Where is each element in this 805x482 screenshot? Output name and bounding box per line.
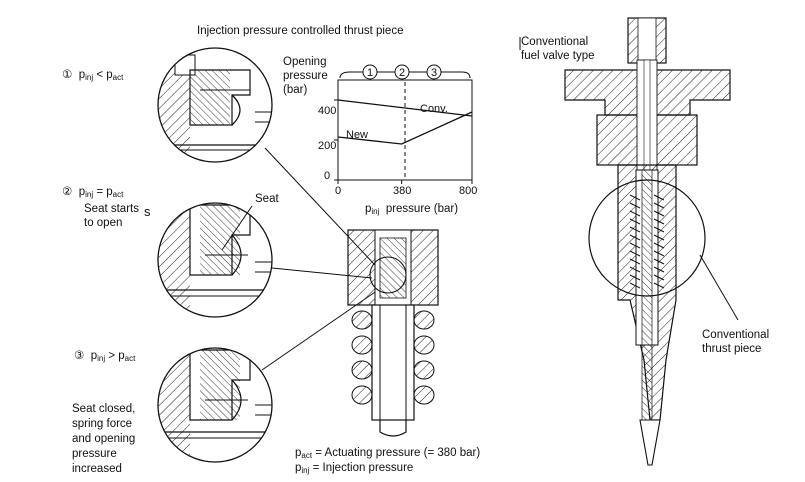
spring-coil [413,385,435,405]
diagram-title: Injection pressure controlled thrust pie… [197,25,404,37]
valve-spring-coil [629,250,641,257]
seat-starts-line-2: to open [84,217,123,229]
series-label-new: New [346,129,368,141]
chart-series [337,99,473,145]
valve-spring-coil [653,202,665,209]
detail-circle-3 [157,347,273,463]
chart-ticks [334,99,473,184]
seat-starts-line-1: Seat starts [84,203,139,215]
valve-spring-coil [653,234,665,241]
conventional-type-label: Conventional fuel valve type [521,35,595,63]
thrust-piece-highlight-circle [588,179,706,297]
state-2-label: ② pinj = pact [62,186,124,199]
valve-spring-coil [629,242,641,249]
legend-pinj: pinj = Injection pressure [295,462,414,475]
valve-spring-coil [653,194,665,201]
valve-spring-coil [629,226,641,233]
chart-ylabel-line: pressure [283,70,328,82]
state-1-label: ① pinj < pact [62,69,124,82]
valve-spring-coil [653,218,665,225]
conventional-thrust-line: thrust piece [702,343,762,355]
seat-closed-line: increased [72,463,122,475]
valve-spring-coil [653,282,665,289]
region-marker-3 [426,64,442,80]
thrust-piece-section [347,229,439,437]
valve-spring-coil [653,242,665,249]
xtick-label-380: 380 [393,185,411,197]
series-line-conv [337,99,473,117]
region-marker-2-label: 2 [399,67,405,79]
chart-ylabel: Opening pressure (bar) [283,55,328,97]
region-marker-1 [362,64,378,80]
conventional-thrust-line: Conventional [702,329,770,341]
conventional-fuel-valve [519,17,739,466]
seat-closed-line: spring force [72,418,133,430]
legend-pact: pact = Actuating pressure (= 380 bar) [295,447,481,460]
spring-coil [351,360,373,380]
seat-closed-line: and opening [72,433,136,445]
valve-spring-coil [653,258,665,265]
chart-frame [337,79,473,181]
series-line-new [337,111,473,145]
valve-spring-coil [629,266,641,273]
region-marker-2 [394,64,410,80]
opening-pressure-chart: 1 2 3 400 200 0 0 380 800 New Conv. [318,64,477,197]
seat-closed-note: Seat closed, spring force and opening pr… [72,402,135,477]
seat-label: Seat [255,193,279,205]
chart-ylabel-line: (bar) [283,84,308,96]
region-marker-3-label: 3 [431,67,437,79]
stray-mark: s [144,204,151,219]
xtick-label-0: 0 [335,185,341,197]
valve-spring-coil [629,282,641,289]
valve-spring-coil [629,194,641,201]
detail-circle-2 [157,202,273,318]
seat-closed-line: pressure [72,448,117,460]
conventional-type-line: fuel valve type [521,50,595,62]
detail-circle-1 [157,47,273,163]
seat-closed-line: Seat closed, [72,403,136,415]
ytick-label-0: 0 [324,170,330,182]
valve-spring-coil [653,266,665,273]
spring-coil [413,360,435,380]
ytick-label-400: 400 [318,105,336,117]
valve-spring-coil [629,274,641,281]
valve-spring-coil [653,250,665,257]
series-label-conv: Conv. [420,103,448,115]
state-3-label: ③ pinj > pact [74,350,136,363]
region-marker-1-label: 1 [367,67,373,79]
conventional-type-line: Conventional [521,36,589,48]
spring-coil [413,335,435,355]
valve-spring-coil [629,234,641,241]
valve-spring-coil [629,202,641,209]
valve-spring-coil [629,258,641,265]
valve-spring-coil [653,226,665,233]
conventional-thrust-label: Conventional thrust piece [702,328,769,356]
spring-coil [413,310,435,330]
xtick-label-800: 800 [459,185,477,197]
ytick-label-200: 200 [318,140,336,152]
spring-coil [351,385,373,405]
spring-coil [351,335,373,355]
valve-spring-coil [653,210,665,217]
chart-ylabel-line: Opening [283,56,327,68]
chart-xlabel: pinj pressure (bar) [365,203,459,216]
valve-spring-coil [629,218,641,225]
spring-coil [351,310,373,330]
valve-spring-coil [629,210,641,217]
valve-spring-coil [653,274,665,281]
